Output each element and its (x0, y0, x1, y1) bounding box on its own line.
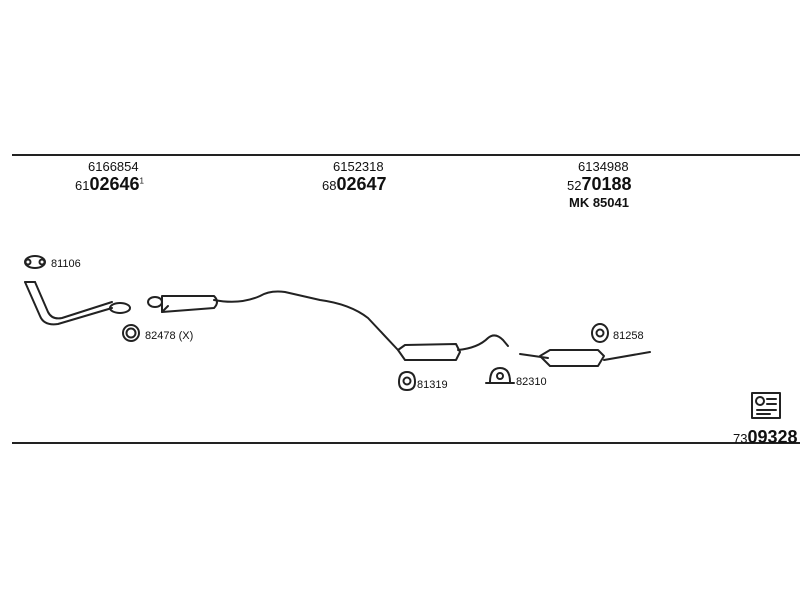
diagram-reference-number: 7309328 (733, 427, 798, 447)
front-pipe-drawing (24, 281, 131, 326)
gasket-81106-icon (24, 255, 46, 269)
rear-silencer-drawing (519, 349, 651, 367)
group3-kit-number: MK 85041 (569, 195, 629, 210)
hanger-81258-icon (591, 323, 609, 343)
group2-top-number: 6152318 (333, 159, 384, 174)
group2-main-number: 6802647 (322, 174, 387, 194)
group3-main-number: 5270188 (567, 174, 632, 194)
part-label-81319: 81319 (417, 379, 448, 391)
mounting-kit-icon (751, 392, 781, 419)
part-label-81258: 81258 (613, 330, 644, 342)
front-silencer-drawing (147, 290, 399, 351)
clamp-82310-icon (485, 367, 515, 384)
part-label-82478: 82478 (X) (145, 330, 194, 342)
centre-silencer-drawing (397, 334, 509, 361)
bottom-divider (12, 442, 800, 444)
part-label-81106: 81106 (51, 258, 81, 270)
group1-main-number: 61026461 (75, 174, 144, 194)
top-divider (12, 154, 800, 156)
hanger-81319-icon (398, 371, 416, 391)
group3-top-number: 6134988 (578, 159, 629, 174)
ring-82478-icon (122, 324, 140, 342)
part-label-82310: 82310 (516, 376, 547, 388)
group1-top-number: 6166854 (88, 159, 139, 174)
